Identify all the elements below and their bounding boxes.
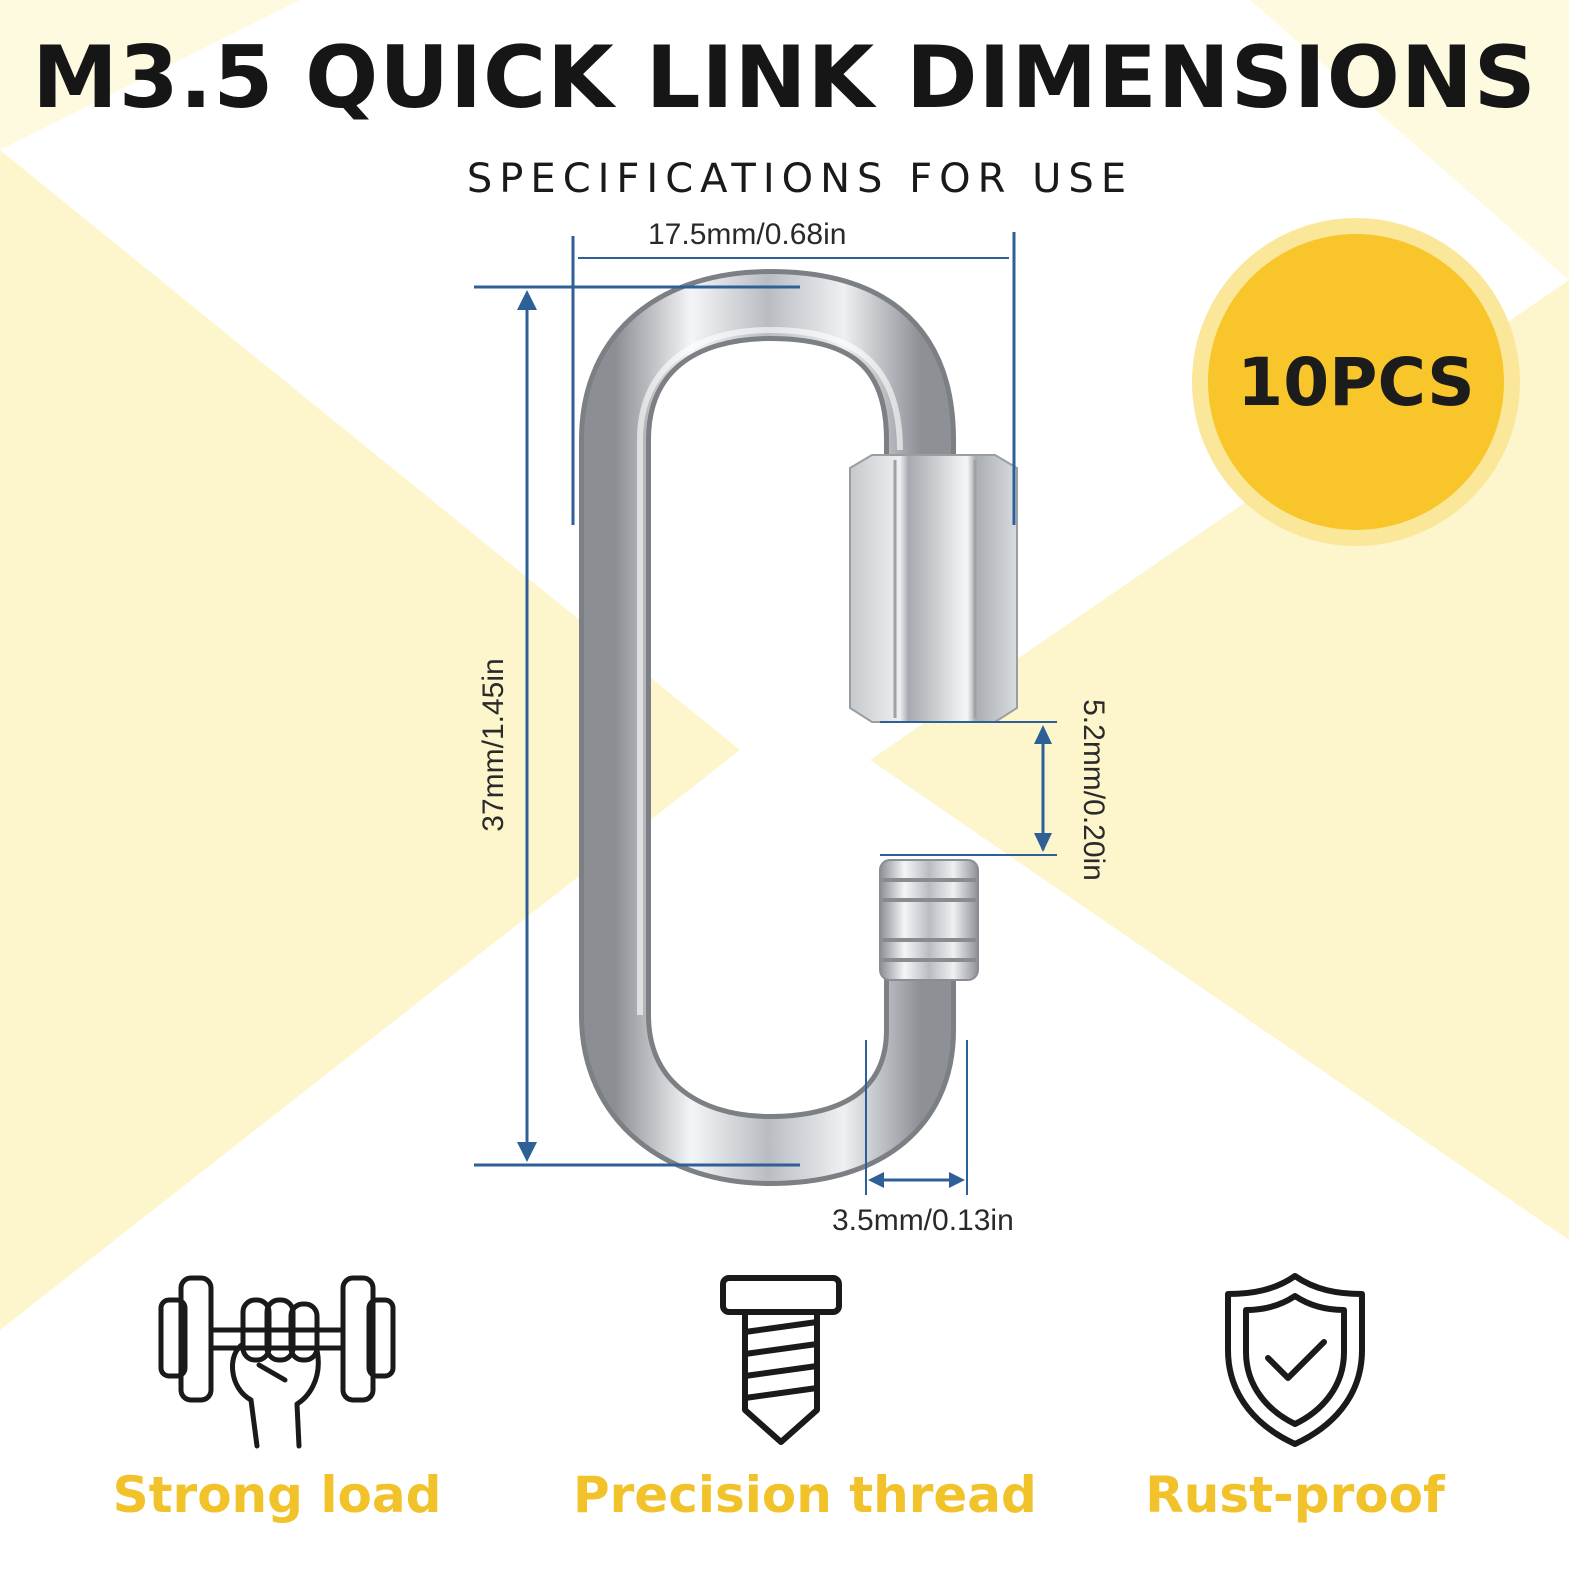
feature-rust-proof-label: Rust-proof: [1145, 1466, 1445, 1524]
top-left-triangle: [0, 0, 300, 150]
link-body-shadow: [579, 268, 956, 1187]
feature-strong-load-label: Strong load: [112, 1466, 442, 1524]
page-subtitle: SPECIFICATIONS FOR USE: [466, 156, 1134, 202]
dimension-lines: [474, 232, 1057, 1195]
top-right-triangle: [1250, 0, 1569, 280]
left-triangle: [0, 150, 740, 1330]
shield-check-icon: [1225, 1273, 1365, 1447]
link-body: [584, 273, 951, 1182]
feature-rust-proof: Rust-proof: [1085, 1270, 1505, 1540]
hex-nut: [849, 454, 1018, 723]
quantity-badge: 10PCS: [1192, 218, 1520, 546]
feature-precision-thread: Precision thread: [573, 1270, 1037, 1540]
screw-thread-icon: [720, 1275, 842, 1445]
thickness-dimension-label: 3.5mm/0.13in: [832, 1204, 1014, 1237]
feature-strong-load: Strong load: [67, 1270, 487, 1540]
dumbbell-fist-icon: [158, 1275, 396, 1449]
quantity-badge-inner: 10PCS: [1208, 234, 1504, 530]
link-highlight: [637, 326, 903, 1015]
threaded-end: [879, 859, 979, 981]
width-dimension-label: 17.5mm/0.68in: [648, 218, 847, 251]
height-dimension-label: 37mm/1.45in: [477, 658, 510, 832]
page-title: M3.5 QUICK LINK DIMENSIONS: [32, 28, 1537, 128]
feature-precision-thread-label: Precision thread: [573, 1466, 1037, 1524]
quantity-badge-text: 10PCS: [1237, 343, 1475, 421]
gap-dimension-label: 5.2mm/0.20in: [1077, 699, 1110, 881]
